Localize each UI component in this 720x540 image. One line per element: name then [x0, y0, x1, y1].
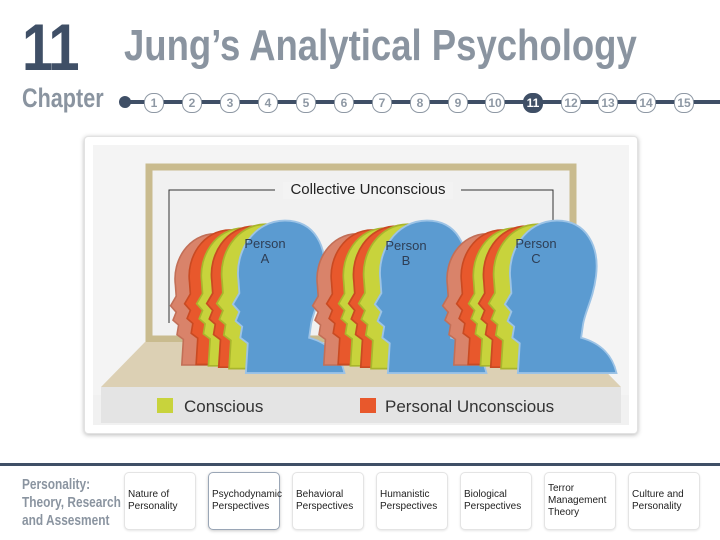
- chapter-nav-14[interactable]: 14: [636, 93, 656, 113]
- chapter-nav-9[interactable]: 9: [448, 93, 468, 113]
- collective-unconscious-label: Collective Unconscious: [283, 181, 453, 199]
- legend-personal-unconscious-label: Personal Unconscious: [385, 397, 555, 416]
- person-c-head-shape: [503, 219, 618, 375]
- person-c-label: Person C: [515, 236, 557, 266]
- chapter-nav-6[interactable]: 6: [334, 93, 354, 113]
- chapter-nav-12[interactable]: 12: [561, 93, 581, 113]
- collective-bracket-left: [168, 189, 275, 323]
- chapter-nav-11[interactable]: 11: [523, 93, 543, 113]
- chapter-nav-8[interactable]: 8: [410, 93, 430, 113]
- perspective-button-psychodynamic-perspectives[interactable]: Psychodynamic Perspectives: [208, 472, 282, 530]
- chapter-nav-2[interactable]: 2: [182, 93, 202, 113]
- perspective-button-behavioral-perspectives[interactable]: Behavioral Perspectives: [292, 472, 364, 530]
- perspective-button-terror-management-theory[interactable]: Terror Management Theory: [544, 472, 616, 530]
- chapter-label: Chapter: [22, 83, 104, 113]
- person-a-label: Person A: [244, 236, 286, 266]
- chapter-nav-1[interactable]: 1: [144, 93, 164, 113]
- chapter-nav-13[interactable]: 13: [598, 93, 618, 113]
- perspective-button-biological-perspectives[interactable]: Biological Perspectives: [460, 472, 532, 530]
- page-title: Jung’s Analytical Psychology: [124, 21, 637, 70]
- perspective-button-humanistic-perspectives[interactable]: Humanistic Perspectives: [376, 472, 448, 530]
- person-a-head: [231, 219, 346, 375]
- chapter-nav-10[interactable]: 10: [485, 93, 505, 113]
- person-c-head: [503, 219, 618, 375]
- chapter-nav-4[interactable]: 4: [258, 93, 278, 113]
- legend-conscious-label: Conscious: [184, 397, 264, 416]
- perspective-button-nature-of-personality[interactable]: Nature of Personality: [124, 472, 196, 530]
- chapter-nav-15[interactable]: 15: [674, 93, 694, 113]
- chapter-nav-3[interactable]: 3: [220, 93, 240, 113]
- person-b-label: Person B: [385, 238, 427, 268]
- chapter-nav-7[interactable]: 7: [372, 93, 392, 113]
- chapter-number: 11: [22, 10, 80, 84]
- legend-conscious-swatch: [157, 398, 173, 413]
- chapter-nav-start-dot: [119, 96, 131, 108]
- footer-divider: [0, 463, 720, 466]
- person-a-head-shape: [231, 219, 346, 375]
- perspective-button-culture-and-personality[interactable]: Culture and Personality: [628, 472, 700, 530]
- diagram-frame: Collective Unconscious Person A Person B…: [84, 136, 638, 434]
- legend-personal-unconscious-swatch: [360, 398, 376, 413]
- book-title: Personality: Theory, Research and Assesm…: [22, 477, 121, 529]
- chapter-nav-5[interactable]: 5: [296, 93, 316, 113]
